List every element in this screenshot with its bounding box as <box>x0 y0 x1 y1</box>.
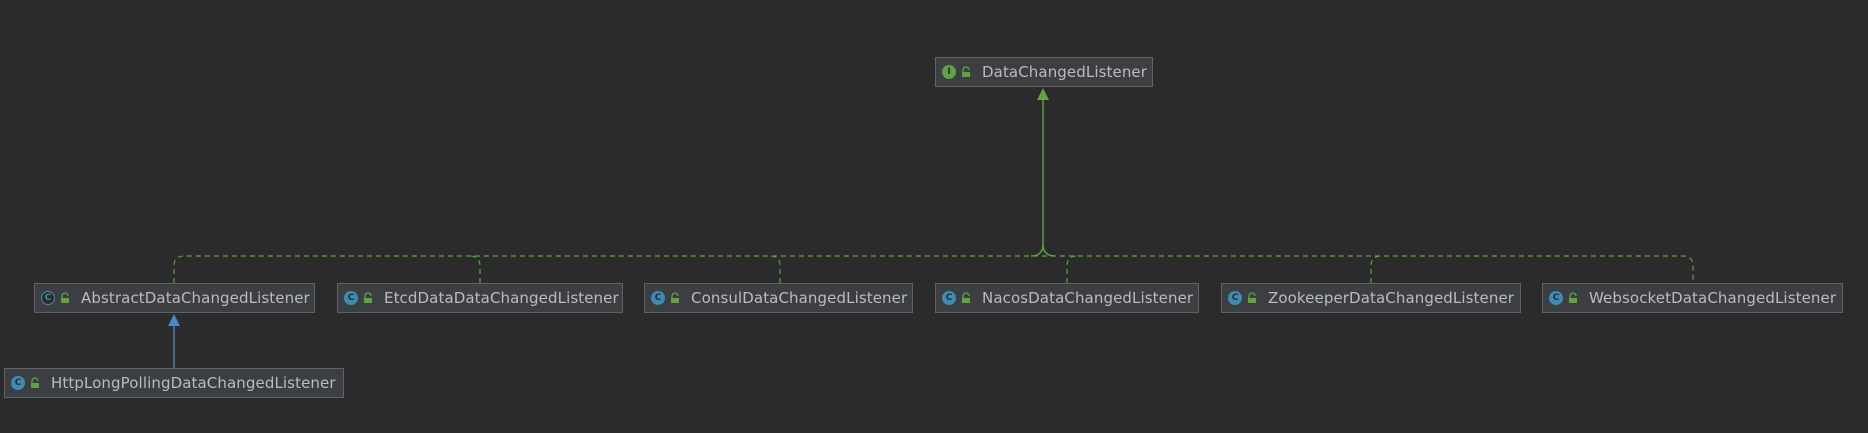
node-label: ConsulDataChangedListener <box>691 289 908 307</box>
implements-drop-line <box>469 255 481 283</box>
class-icon: C <box>942 291 956 305</box>
implements-drop-line <box>1370 255 1382 283</box>
class-icon: C <box>1549 291 1563 305</box>
node-label: WebsocketDataChangedListener <box>1589 289 1837 307</box>
node-websocket-data-changed-listener[interactable]: C WebsocketDataChangedListener <box>1542 283 1843 313</box>
public-lock-icon <box>962 66 970 77</box>
node-data-changed-listener[interactable]: I DataChangedListener <box>935 57 1153 87</box>
implements-arrowhead <box>1037 88 1049 100</box>
node-label: NacosDataChangedListener <box>982 289 1194 307</box>
extends-arrowhead <box>168 314 180 326</box>
implements-trunk-right <box>1042 243 1056 257</box>
node-abstract-data-changed-listener[interactable]: C AbstractDataChangedListener <box>34 283 315 313</box>
node-label: HttpLongPollingDataChangedListener <box>51 374 336 392</box>
class-icon: C <box>11 376 25 390</box>
implements-trunk-left <box>1030 99 1044 257</box>
node-consul-data-changed-listener[interactable]: C ConsulDataChangedListener <box>644 283 913 313</box>
public-lock-icon <box>1248 292 1256 303</box>
class-icon: C <box>344 291 358 305</box>
public-lock-icon <box>962 292 970 303</box>
public-lock-icon <box>31 377 39 388</box>
abstract-class-icon: C <box>41 291 55 305</box>
node-label: ZookeeperDataChangedListener <box>1268 289 1515 307</box>
node-nacos-data-changed-listener[interactable]: C NacosDataChangedListener <box>935 283 1199 313</box>
class-icon: C <box>651 291 665 305</box>
public-lock-icon <box>364 292 372 303</box>
node-label: DataChangedListener <box>982 63 1148 81</box>
node-label: EtcdDataDataChangedListener <box>384 289 619 307</box>
node-http-long-polling-data-changed-listener[interactable]: C HttpLongPollingDataChangedListener <box>4 368 344 398</box>
class-icon: C <box>1228 291 1242 305</box>
node-zookeeper-data-changed-listener[interactable]: C ZookeeperDataChangedListener <box>1221 283 1521 313</box>
implements-drop-line <box>1066 255 1078 283</box>
public-lock-icon <box>1569 292 1577 303</box>
public-lock-icon <box>61 292 69 303</box>
node-label: AbstractDataChangedListener <box>81 289 310 307</box>
implements-bus-line <box>173 255 1694 283</box>
public-lock-icon <box>671 292 679 303</box>
implements-drop-line <box>769 255 781 283</box>
interface-icon: I <box>942 65 956 79</box>
node-etcd-data-changed-listener[interactable]: C EtcdDataDataChangedListener <box>337 283 623 313</box>
